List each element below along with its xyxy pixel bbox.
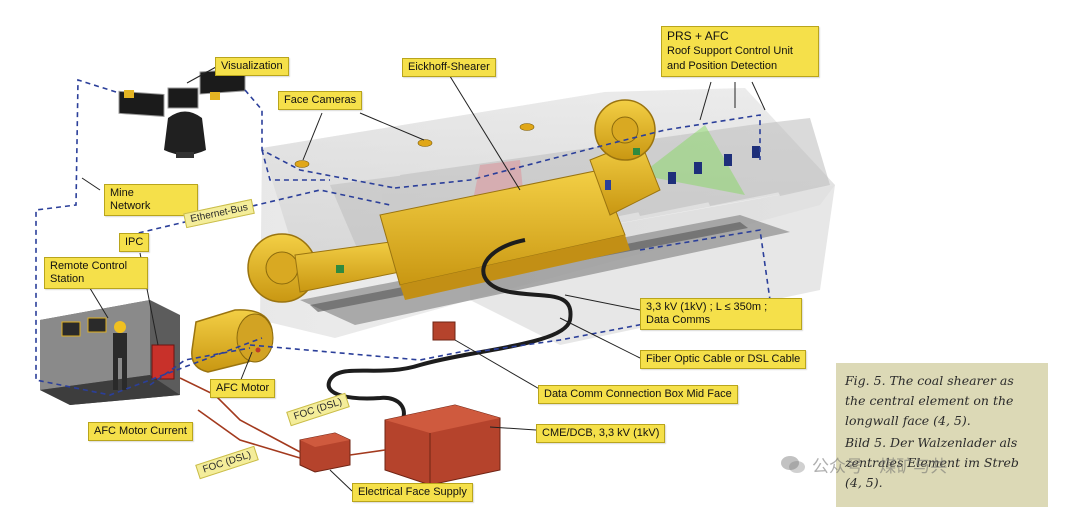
caption-line-2: the central element on the [845,393,1014,408]
label-remote-control-line2: Station [50,273,85,285]
roof-support-units [668,146,760,184]
label-data-comm-box: Data Comm Connection Box Mid Face [538,385,738,404]
face-camera-icons [294,123,535,168]
label-power-data: 3,3 kV (1kV) ; L ≤ 350m ; Data Comms [640,298,802,330]
camera-icon [417,139,433,147]
control-unit-icon [668,172,676,184]
camera-icon [294,160,310,168]
label-cme-dcb: CME/DCB, 3,3 kV (1kV) [536,424,666,443]
watermark: 公众号 · 煤矿与共 [812,457,948,477]
label-roof-support: Roof Support Control Unit [667,45,793,57]
label-eickhoff-shearer: Eickhoff-Shearer [402,58,496,77]
caption-line-3: longwall face (4, 5). [845,413,971,428]
power-cable [326,238,573,427]
label-fiber-optic: Fiber Optic Cable or DSL Cable [640,350,807,369]
caption-line-1: Fig. 5. The coal shearer as [845,373,1014,388]
leader-lines [81,66,766,492]
label-visualization: Visualization [215,57,289,76]
wechat-icon [781,456,805,473]
caption-line-5: zentrales Element im Streb [845,455,1019,470]
label-remote-control-line1: Remote Control [50,260,128,272]
label-position-detection: and Position Detection [667,60,778,72]
camera-icon [519,123,535,131]
label-mine-network-line1: Mine [110,187,134,199]
control-unit-icon [694,162,702,174]
label-ipc: IPC [119,233,150,252]
label-afc-motor: AFC Motor [210,379,276,398]
caption-line-4: Bild 5. Der Walzenlader als [845,435,1018,450]
label-power-line1: 3,3 kV (1kV) ; L ≤ 350m ; [646,301,768,313]
label-prs-afc: PRS + AFC Roof Support Control Unit and … [661,26,819,77]
label-power-line2: Data Comms [646,314,711,326]
eickhoff-shearer [247,99,661,303]
afc-motor [191,309,274,373]
label-remote-control-station: Remote Control Station [44,257,148,289]
label-electrical-face-supply: Electrical Face Supply [352,483,473,502]
data-comm-box [432,321,456,341]
label-mine-network: Mine Network [104,184,198,216]
remote-control-room [40,300,180,405]
figure-caption: Fig. 5. The coal shearer as the central … [836,363,1048,507]
label-prs-afc-title: PRS + AFC [667,29,729,43]
label-face-cameras: Face Cameras [278,91,363,110]
visualization-workstation [118,68,246,158]
supply-cables [179,377,386,459]
control-unit-icon [752,146,760,158]
label-afc-motor-current: AFC Motor Current [88,422,193,441]
cme-dcb-units [299,404,501,486]
label-mine-network-line2: Network [110,200,151,212]
caption-line-6: (4, 5). [845,475,883,490]
control-unit-icon [724,154,732,166]
